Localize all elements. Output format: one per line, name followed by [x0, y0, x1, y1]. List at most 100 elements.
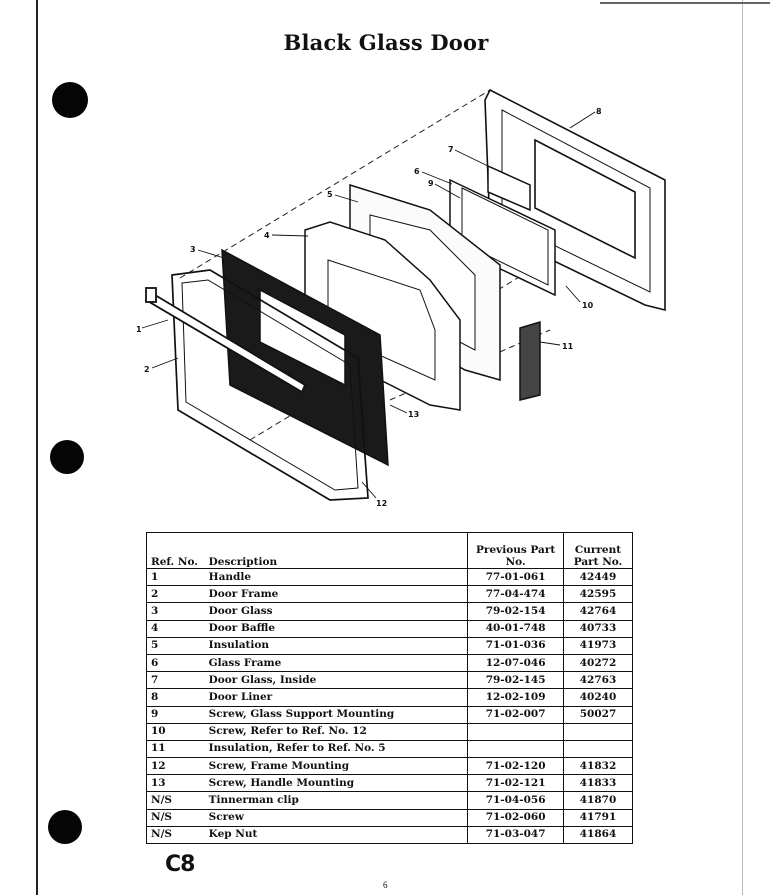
cell-ref: 7 — [145, 671, 205, 690]
cell-description: Screw, Frame Mounting — [204, 757, 469, 776]
callout-label: 9 — [428, 179, 434, 188]
top-edge-rule — [600, 2, 770, 4]
cell-ref: 3 — [145, 602, 205, 621]
cell-ref: 12 — [145, 757, 205, 776]
cell-ref: 5 — [145, 636, 205, 655]
cell-current-part: 40733 — [563, 619, 633, 638]
cell-description: Door Liner — [204, 688, 469, 707]
column-header-ref: Ref. No. — [145, 532, 205, 569]
cell-ref: N/S — [145, 791, 205, 810]
cell-ref: 10 — [145, 722, 205, 741]
cell-description: Tinnerman clip — [204, 791, 469, 810]
part-insulation-strip — [519, 320, 541, 401]
cell-previous-part: 77-04-474 — [467, 585, 564, 604]
cell-current-part: 41791 — [563, 808, 633, 827]
cell-ref: N/S — [145, 808, 205, 827]
cell-ref: 2 — [145, 585, 205, 604]
cell-description: Screw, Glass Support Mounting — [204, 705, 469, 724]
cell-current-part: 41832 — [563, 757, 633, 776]
cell-previous-part: 71-02-060 — [467, 808, 564, 827]
cell-previous-part: 79-02-145 — [467, 671, 564, 690]
punch-hole-bottom — [48, 810, 82, 844]
cell-previous-part: 79-02-154 — [467, 602, 564, 621]
page-number: 6 — [383, 880, 388, 890]
cell-previous-part — [467, 722, 564, 741]
cell-current-part: 41870 — [563, 791, 633, 810]
page-title: Black Glass Door — [283, 30, 489, 55]
cell-ref: 11 — [145, 739, 205, 759]
binder-margin-line — [36, 0, 38, 895]
cell-description: Glass Frame — [204, 653, 469, 673]
part-glass-frame — [449, 164, 556, 297]
cell-current-part — [563, 739, 633, 759]
cell-ref: 13 — [145, 774, 205, 793]
punch-hole-top — [52, 82, 88, 118]
cell-current-part: 42763 — [563, 671, 633, 690]
cell-description: Door Glass, Inside — [204, 671, 469, 690]
callout-label: 10 — [582, 301, 594, 310]
column-header-previous-part: Previous Part No. — [467, 532, 564, 569]
cell-description: Insulation — [204, 636, 469, 655]
part-handle — [144, 287, 307, 394]
cell-previous-part: 77-01-061 — [467, 567, 564, 587]
cell-current-part: 42449 — [563, 567, 633, 587]
cell-current-part: 50027 — [563, 705, 633, 724]
callout-label: 6 — [414, 167, 420, 176]
callout-label: 1 — [136, 325, 142, 334]
cell-description: Kep Nut — [204, 825, 469, 845]
cell-previous-part: 12-02-109 — [467, 688, 564, 707]
cell-current-part: 41833 — [563, 774, 633, 793]
cell-description: Screw, Refer to Ref. No. 12 — [204, 722, 469, 741]
parts-list-table: Ref. No. Description Previous Part No. C… — [145, 532, 633, 845]
cell-ref: 9 — [145, 705, 205, 724]
cell-ref: 8 — [145, 688, 205, 707]
cell-current-part: 42595 — [563, 585, 633, 604]
cell-current-part: 42764 — [563, 602, 633, 621]
cell-description: Door Frame — [204, 585, 469, 604]
cell-description: Handle — [204, 567, 469, 587]
cell-ref: 4 — [145, 619, 205, 638]
cell-current-part — [563, 722, 633, 741]
cell-description: Screw — [204, 808, 469, 827]
cell-previous-part — [467, 739, 564, 759]
cell-ref: 6 — [145, 653, 205, 673]
callout-label: 5 — [327, 190, 333, 199]
callout-label: 7 — [448, 145, 454, 154]
cell-current-part: 41864 — [563, 825, 633, 845]
cell-current-part: 40272 — [563, 653, 633, 673]
callout-label: 8 — [596, 107, 602, 116]
cell-previous-part: 71-02-007 — [467, 705, 564, 724]
callout-label: 12 — [376, 499, 387, 508]
callout-label: 4 — [264, 231, 270, 240]
cell-description: Door Glass — [204, 602, 469, 621]
cell-ref: 1 — [145, 567, 205, 587]
cell-previous-part: 12-07-046 — [467, 653, 564, 673]
callout-label: 13 — [408, 410, 419, 419]
callout-label: 11 — [562, 342, 574, 351]
callout-label: 3 — [190, 245, 196, 254]
part-door-frame — [171, 269, 369, 501]
exploded-door-diagram: 1 2 3 4 5 6 7 8 9 10 11 12 13 — [136, 88, 666, 508]
cell-current-part: 41973 — [563, 636, 633, 655]
punch-hole-middle — [50, 440, 84, 474]
cell-previous-part: 71-02-121 — [467, 774, 564, 793]
cell-previous-part: 40-01-748 — [467, 619, 564, 638]
callout-label: 2 — [144, 365, 150, 374]
cell-description: Insulation, Refer to Ref. No. 5 — [204, 739, 469, 759]
